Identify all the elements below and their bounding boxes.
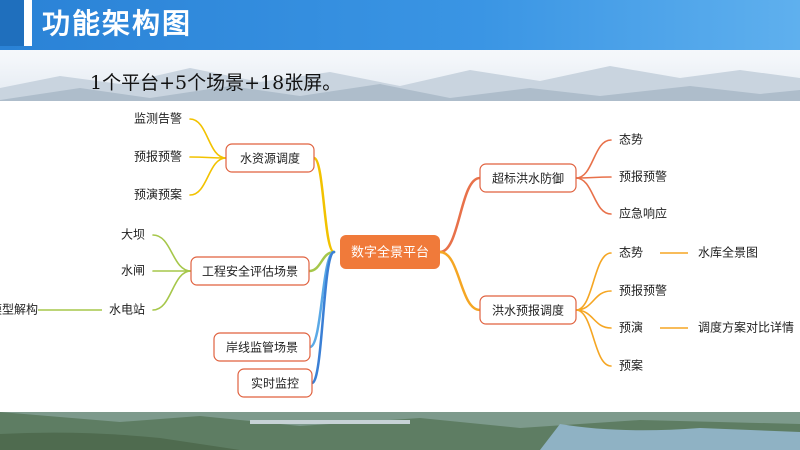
leaf-connector-right — [575, 290, 612, 311]
branch-node-0-box — [225, 143, 315, 173]
header-accent — [0, 0, 24, 46]
extra-node-0: 水库全景图 — [698, 245, 758, 260]
leaf-connector — [189, 118, 227, 159]
leaf-1-2: 水电站 — [109, 303, 145, 317]
branch-node-2-box — [213, 332, 311, 362]
center-node-box — [340, 235, 440, 269]
leaf-0-1: 预报预警 — [134, 149, 182, 164]
branch-connector-right-1 — [438, 250, 482, 312]
extra-node-2: 调度方案对比详情 — [698, 320, 794, 335]
leaf-connector — [152, 270, 192, 311]
leaf-1-1: 水闸 — [121, 264, 145, 278]
leaf-right-1-0: 态势 — [619, 246, 643, 260]
branch-connector-0 — [312, 156, 336, 254]
leaf-right-0-2: 应急响应 — [619, 206, 667, 221]
leaf-0-0: 监测告警 — [134, 111, 182, 126]
leaf-right-0-0: 态势 — [619, 133, 643, 147]
leaf-0-2: 预演预案 — [134, 187, 182, 202]
branch-node-3-box — [237, 368, 313, 398]
leaf-connector-right — [575, 309, 612, 367]
right-branch-node-1-label: 洪水预报调度 — [492, 303, 564, 318]
landscape-photo-strip — [0, 412, 800, 450]
right-branch-node-1-box — [479, 295, 577, 325]
leaf-connector-right — [575, 139, 612, 179]
leaf-connector — [152, 234, 192, 272]
page-title: 功能架构图 — [42, 7, 193, 40]
leaf-right-1-2: 预演 — [619, 320, 643, 335]
header-accent-gap — [24, 0, 32, 46]
branch-connector-3 — [310, 250, 336, 385]
leaf-right-0-1: 预报预警 — [619, 169, 667, 184]
branch-node-3-label: 实时监控 — [251, 376, 299, 391]
right-branch-node-0-label: 超标洪水防御 — [492, 171, 564, 186]
right-branch-node-0-box — [479, 163, 577, 193]
center-node-label: 数字全景平台 — [351, 245, 429, 261]
header-bar — [0, 0, 800, 50]
leaf-connector-right — [575, 177, 612, 215]
leaf-1-0: 大坝 — [121, 228, 145, 242]
branch-node-1-box — [190, 256, 310, 286]
branch-node-1-label: 工程安全评估场景 — [202, 264, 298, 279]
leaf-connector-right — [575, 252, 612, 311]
leaf-right-1-3: 预案 — [619, 358, 643, 373]
branch-connector-right-0 — [438, 176, 482, 254]
branch-node-2-label: 岸线监管场景 — [226, 340, 298, 355]
leaf-right-1-1: 预报预警 — [619, 283, 667, 298]
subtitle: 1个平台+5个场景+18张屏。 — [90, 72, 342, 94]
branch-node-0-label: 水资源调度 — [240, 151, 300, 166]
grandchild-node: 模型解构 — [0, 302, 38, 317]
leaf-connector — [189, 157, 227, 196]
